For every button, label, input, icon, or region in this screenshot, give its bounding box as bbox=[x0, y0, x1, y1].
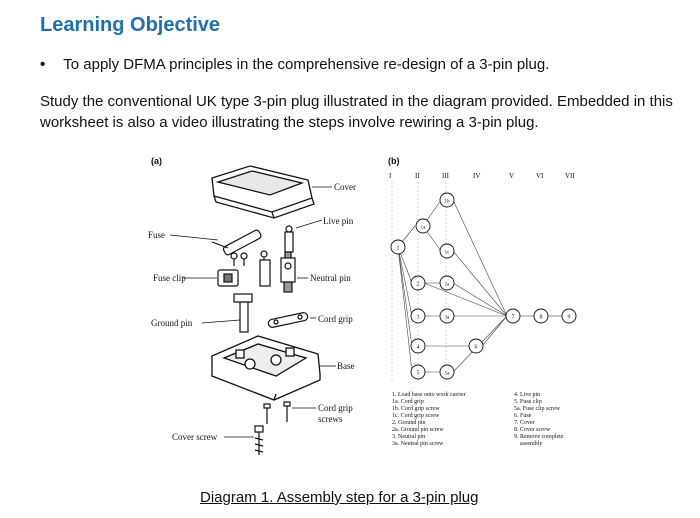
node-7: 7 bbox=[505, 308, 521, 324]
diagram-caption: Diagram 1. Assembly step for a 3-pin plu… bbox=[200, 489, 479, 506]
instructions-paragraph: Study the conventional UK type 3-pin plu… bbox=[40, 93, 673, 131]
svg-text:5: 5 bbox=[417, 371, 420, 377]
objective-bullet: • To apply DFMA principles in the compre… bbox=[40, 56, 549, 73]
ground-pin-drawing bbox=[233, 293, 253, 333]
legend-right-item: 6. Fuse bbox=[514, 413, 532, 419]
node-5: 5 bbox=[410, 364, 426, 380]
col-label-7: VII bbox=[565, 172, 575, 180]
cord-grip-screws-drawing bbox=[263, 401, 291, 424]
network-edges bbox=[397, 199, 563, 373]
network-nodes: 1 1a 1b 1c 2 2a 3 3a 4 5 5a 6 7 8 9 bbox=[390, 192, 577, 380]
node-9: 9 bbox=[561, 308, 577, 324]
diagram-canvas: (a) Cover Fuse Live pin bbox=[148, 156, 577, 455]
node-6: 6 bbox=[468, 338, 484, 354]
svg-text:1a: 1a bbox=[421, 226, 427, 231]
svg-text:3: 3 bbox=[417, 315, 420, 321]
legend-right-item: 7. Cover bbox=[514, 420, 535, 426]
fuse-drawing bbox=[211, 229, 262, 256]
svg-text:6: 6 bbox=[475, 345, 478, 351]
svg-text:2a: 2a bbox=[445, 283, 451, 288]
legend-left: 1. Load base onto work carrier 1a. Cord … bbox=[392, 392, 466, 447]
cover-screw-drawing bbox=[254, 425, 264, 455]
label-live-pin: Live pin bbox=[323, 216, 354, 226]
node-1a: 1a bbox=[415, 218, 431, 234]
svg-text:1: 1 bbox=[397, 246, 400, 252]
node-4: 4 bbox=[410, 338, 426, 354]
label-cover: Cover bbox=[334, 182, 356, 192]
svg-text:9: 9 bbox=[568, 315, 571, 321]
diagram-b-tag: (b) bbox=[388, 156, 400, 166]
legend-left-item: 1a. Cord grip bbox=[392, 399, 424, 405]
node-1c: 1c bbox=[439, 243, 455, 259]
node-2a: 2a bbox=[439, 275, 455, 291]
node-5a: 5a bbox=[439, 364, 455, 380]
col-label-6: VI bbox=[536, 172, 544, 180]
diagram-a-tag: (a) bbox=[151, 156, 162, 166]
legend-right-item: assembly bbox=[520, 441, 542, 447]
label-cord-grip-screws-2: screws bbox=[318, 414, 343, 424]
legend-left-item: 2a. Ground pin screw bbox=[392, 427, 444, 433]
col-label-3: III bbox=[442, 172, 450, 180]
col-label-4: IV bbox=[473, 172, 480, 180]
svg-text:1c: 1c bbox=[445, 251, 451, 256]
legend-left-item: 1c. Cord grip screw bbox=[392, 413, 440, 419]
label-fuse-clip: Fuse clip bbox=[153, 273, 186, 283]
svg-text:2: 2 bbox=[417, 282, 420, 288]
legend-right: 4. Live pin 5. Fuse clip 5a. Fuse clip s… bbox=[514, 392, 564, 447]
label-ground-pin: Ground pin bbox=[151, 318, 193, 328]
col-label-1: I bbox=[389, 172, 392, 180]
legend-right-item: 9. Remove complete bbox=[514, 434, 564, 440]
legend-left-item: 2. Ground pin bbox=[392, 420, 426, 426]
svg-text:5a: 5a bbox=[445, 372, 451, 377]
legend-left-item: 3. Neutral pin bbox=[392, 434, 425, 440]
node-3: 3 bbox=[410, 308, 426, 324]
cover-drawing bbox=[211, 165, 315, 219]
legend-left-item: 1b. Cord grip screw bbox=[392, 406, 440, 412]
svg-text:4: 4 bbox=[417, 345, 420, 351]
column-labels: I II III IV V VI VII bbox=[389, 172, 575, 180]
legend-right-item: 4. Live pin bbox=[514, 392, 540, 398]
node-1b: 1b bbox=[439, 192, 455, 208]
legend-right-item: 8. Cover screw bbox=[514, 427, 551, 433]
assembly-diagram: (a) Cover Fuse Live pin bbox=[100, 150, 620, 485]
label-cover-screw: Cover screw bbox=[172, 432, 218, 442]
svg-text:7: 7 bbox=[512, 315, 515, 321]
objective-text: To apply DFMA principles in the comprehe… bbox=[63, 56, 550, 73]
legend-right-item: 5a. Fuse clip screw bbox=[514, 406, 561, 412]
svg-text:1b: 1b bbox=[445, 200, 451, 205]
legend-left-item: 1. Load base onto work carrier bbox=[392, 392, 466, 398]
node-8: 8 bbox=[533, 308, 549, 324]
neutral-pin-drawing bbox=[259, 257, 296, 293]
label-neutral-pin: Neutral pin bbox=[310, 273, 351, 283]
svg-text:3a: 3a bbox=[445, 316, 451, 321]
node-1: 1 bbox=[390, 239, 406, 255]
page-heading: Learning Objective bbox=[40, 14, 221, 36]
base-drawing bbox=[211, 335, 321, 401]
legend-left-item: 3a. Neutral pin screw bbox=[392, 441, 444, 447]
label-cord-grip-screws-1: Cord grip bbox=[318, 403, 353, 413]
col-label-2: II bbox=[415, 172, 420, 180]
svg-text:8: 8 bbox=[540, 315, 543, 321]
node-2: 2 bbox=[410, 275, 426, 291]
bullet-icon: • bbox=[40, 56, 46, 73]
label-cord-grip: Cord grip bbox=[318, 314, 353, 324]
legend-right-item: 5. Fuse clip bbox=[514, 399, 542, 405]
col-label-5: V bbox=[509, 172, 514, 180]
label-fuse: Fuse bbox=[148, 230, 165, 240]
label-base: Base bbox=[337, 361, 355, 371]
cord-grip-drawing bbox=[267, 312, 309, 328]
fuse-clip-drawing bbox=[217, 250, 268, 287]
node-3a: 3a bbox=[439, 308, 455, 324]
